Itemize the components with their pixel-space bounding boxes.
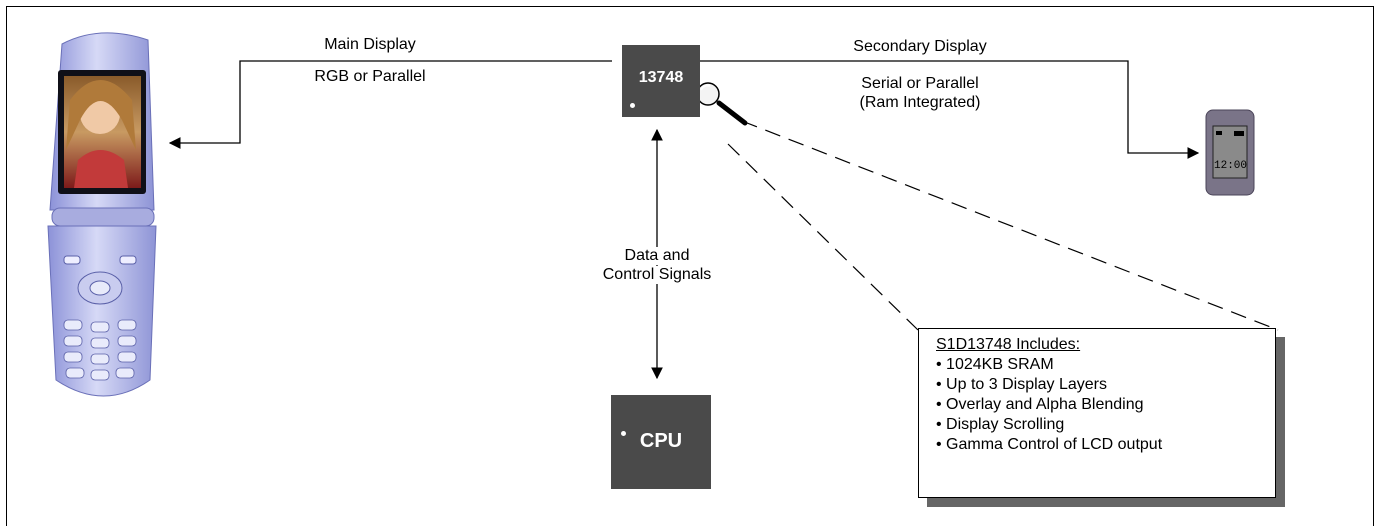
includes-item: Overlay and Alpha Blending <box>936 395 1275 415</box>
includes-item: Gamma Control of LCD output <box>936 435 1275 455</box>
main-display-connector <box>168 60 612 149</box>
includes-title: S1D13748 Includes: <box>936 336 1081 353</box>
cpu-chip-pin1-dot <box>621 431 626 436</box>
main-display-title: Main Display <box>324 36 416 53</box>
zoom-line-bottom <box>727 143 919 331</box>
controller-chip-label: 13748 <box>638 69 684 86</box>
magnifier-icon <box>696 82 748 126</box>
includes-item: Display Scrolling <box>936 415 1275 435</box>
bus-label-line1: Data and <box>590 247 724 265</box>
includes-item: 1024KB SRAM <box>936 355 1275 375</box>
includes-list: 1024KB SRAM Up to 3 Display Layers Overl… <box>936 355 1275 455</box>
secondary-display-title: Secondary Display <box>853 38 987 55</box>
secondary-display-connector <box>700 60 1200 159</box>
secondary-display-clock: 12:00 <box>1214 160 1248 172</box>
bus-label-line2: Control Signals <box>580 266 734 284</box>
cpu-chip: CPU <box>611 395 711 489</box>
zoom-line-top <box>741 120 1279 331</box>
diagram-frame <box>6 6 1374 526</box>
controller-chip-pin1-dot <box>630 103 635 108</box>
includes-item: Up to 3 Display Layers <box>936 375 1275 395</box>
includes-box: S1D13748 Includes: 1024KB SRAM Up to 3 D… <box>918 328 1276 498</box>
controller-chip: 13748 <box>622 45 700 117</box>
cpu-chip-label: CPU <box>639 430 683 452</box>
main-display-subtitle: RGB or Parallel <box>314 68 426 85</box>
secondary-display-line2: (Ram Integrated) <box>859 94 981 111</box>
secondary-display-line1: Serial or Parallel <box>861 75 979 92</box>
